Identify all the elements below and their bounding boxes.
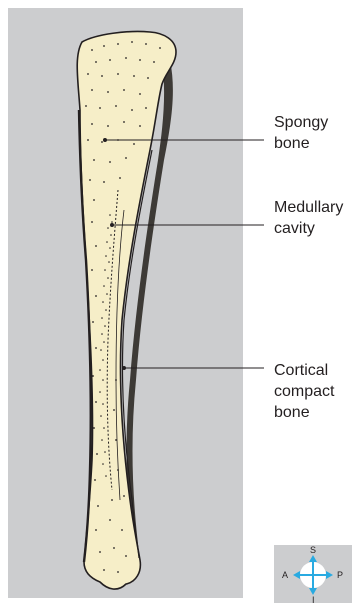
compass-superior-label: S (310, 545, 316, 555)
compass-posterior-label: P (337, 570, 343, 580)
compass-anterior-label: A (282, 570, 288, 580)
spongy-bone-label: Spongy bone (274, 112, 328, 154)
arrow-up-icon (309, 555, 317, 562)
cortical-compact-bone-label: Cortical compact bone (274, 360, 334, 423)
bone-shaft (77, 31, 176, 589)
orientation-compass: S I A P (274, 545, 352, 603)
arrow-down-icon (309, 588, 317, 595)
medullary-cavity-label: Medullary cavity (274, 197, 343, 239)
compass-inferior-label: I (312, 595, 315, 603)
arrow-right-icon (326, 571, 333, 579)
arrow-left-icon (293, 571, 300, 579)
